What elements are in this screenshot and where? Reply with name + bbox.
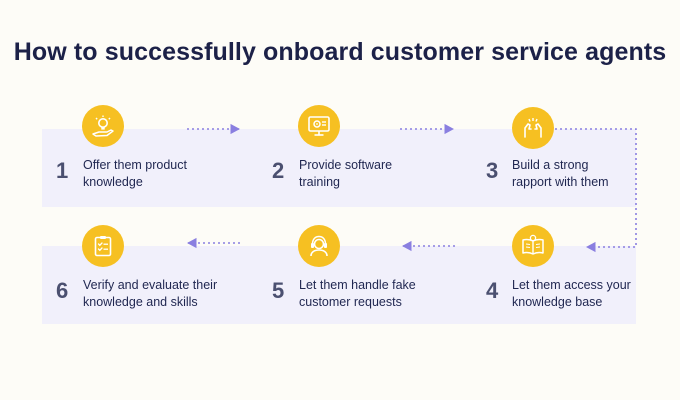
step-5-label-line-2: customer requests	[299, 295, 402, 309]
lightbulb-hand-icon	[82, 105, 124, 147]
step-4-label-line-1: Let them access your	[512, 278, 631, 292]
step-3-label-line-1: Build a strong	[512, 158, 589, 172]
step-1-label: Offer them product knowledge	[83, 157, 223, 191]
open-book-icon	[512, 225, 554, 267]
step-4-number: 4	[486, 278, 499, 303]
step-2-label: Provide software training	[299, 157, 439, 191]
checklist-clipboard-icon	[82, 225, 124, 267]
page-title: How to successfully onboard customer ser…	[13, 38, 667, 66]
arrow-3-to-4	[555, 128, 637, 253]
step-3-number: 3	[486, 158, 499, 183]
step-1-label-line-1: Offer them product	[83, 158, 187, 172]
step-6-label: Verify and evaluate their knowledge and …	[83, 277, 253, 311]
step-6-number: 6	[56, 278, 69, 303]
step-6-label-line-2: knowledge and skills	[83, 295, 198, 309]
step-3-label-line-2: rapport with them	[512, 175, 609, 189]
step-2-label-line-2: training	[299, 175, 340, 189]
step-5-label: Let them handle fake customer requests	[299, 277, 439, 311]
step-1-label-line-2: knowledge	[83, 175, 143, 189]
step-2-number: 2	[272, 158, 285, 183]
step-4-label: Let them access your knowledge base	[512, 277, 652, 311]
step-6-label-line-1: Verify and evaluate their	[83, 278, 218, 292]
step-2-label-line-1: Provide software	[299, 158, 393, 172]
monitor-settings-icon	[298, 105, 340, 147]
step-5-number: 5	[272, 278, 285, 303]
step-4-label-line-2: knowledge base	[512, 295, 603, 309]
high-five-icon	[512, 107, 554, 149]
headset-agent-icon	[298, 225, 340, 267]
step-1-number: 1	[56, 158, 69, 183]
step-5-label-line-1: Let them handle fake	[299, 278, 416, 292]
step-3-label: Build a strong rapport with them	[512, 157, 652, 191]
